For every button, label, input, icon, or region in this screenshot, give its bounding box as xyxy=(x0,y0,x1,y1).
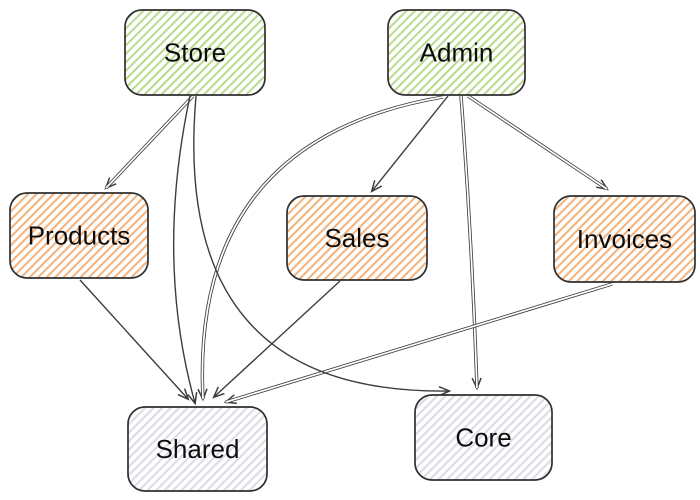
edge-store-core xyxy=(193,95,452,397)
node-label: Shared xyxy=(156,434,240,464)
edge-line-gap xyxy=(201,96,444,400)
node-box[interactable] xyxy=(286,195,428,281)
edge-admin-invoices xyxy=(467,94,609,191)
node-label: Core xyxy=(455,423,511,453)
node-box[interactable] xyxy=(387,9,526,96)
edge-line xyxy=(173,95,198,406)
node-sales[interactable]: Sales xyxy=(286,195,428,281)
edge-line-gap xyxy=(105,95,194,189)
edge-line xyxy=(212,280,341,399)
edge-invoices-shared xyxy=(223,282,613,405)
node-invoices[interactable]: Invoices xyxy=(553,195,696,283)
edge-products-shared xyxy=(79,279,190,401)
node-box[interactable] xyxy=(124,9,266,96)
node-box[interactable] xyxy=(9,192,149,279)
node-core[interactable]: Core xyxy=(414,394,553,481)
node-box[interactable] xyxy=(553,195,696,283)
node-box[interactable] xyxy=(414,394,553,481)
edge-line-gap xyxy=(225,283,613,403)
edge-admin-shared xyxy=(197,95,444,402)
edge-line-gap xyxy=(460,95,478,389)
edge-line xyxy=(79,279,190,401)
node-label: Store xyxy=(164,38,226,68)
edge-store-products xyxy=(104,94,195,190)
edge-line xyxy=(370,95,449,193)
edges-layer xyxy=(79,94,613,406)
edge-line xyxy=(193,95,452,397)
edge-admin-sales xyxy=(370,95,449,193)
edge-admin-core xyxy=(459,95,482,391)
edge-sales-shared xyxy=(212,280,341,399)
node-admin[interactable]: Admin xyxy=(387,9,526,96)
node-label: Invoices xyxy=(577,224,672,254)
node-label: Admin xyxy=(420,38,494,68)
node-store[interactable]: Store xyxy=(124,9,266,96)
node-products[interactable]: Products xyxy=(9,192,149,279)
node-shared[interactable]: Shared xyxy=(127,406,268,492)
node-box[interactable] xyxy=(127,406,268,492)
node-label: Sales xyxy=(324,223,389,253)
edge-line-gap xyxy=(467,95,608,190)
edge-store-shared xyxy=(173,95,198,406)
node-label: Products xyxy=(28,221,131,251)
